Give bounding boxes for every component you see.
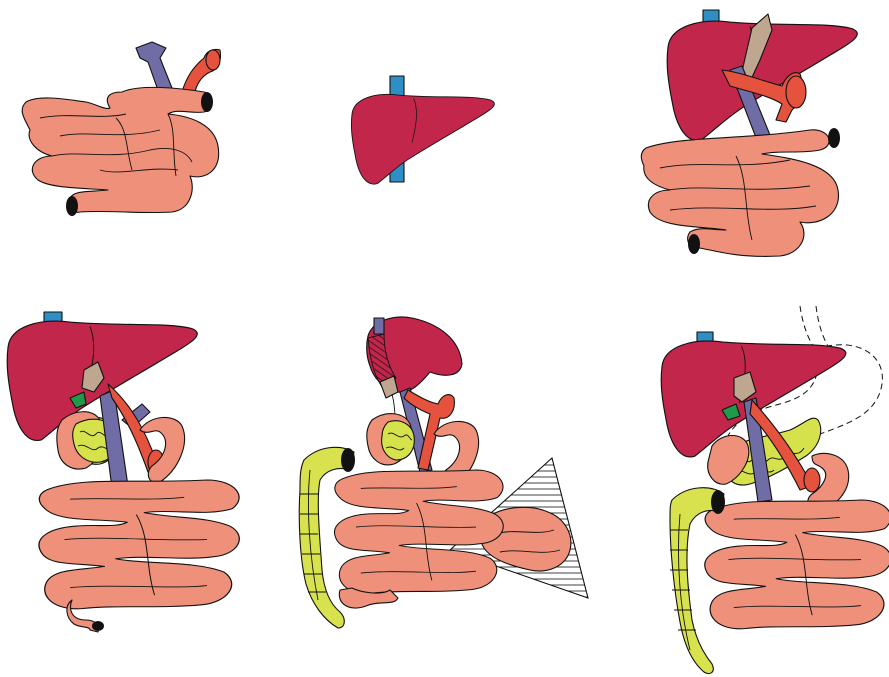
panel-5-graft-with-colon <box>299 317 588 628</box>
panel-6-full-multivisceral-graft <box>661 306 889 674</box>
panel-4-multivisceral-graft <box>7 312 239 632</box>
vena-cava-top <box>390 76 404 96</box>
panel-1-intestine-graft <box>22 42 220 216</box>
small-intestine <box>641 130 838 257</box>
pancreas <box>382 421 415 460</box>
panel-2-liver-graft <box>351 76 494 184</box>
small-intestine <box>22 87 218 212</box>
panel-3-liver-intestine-graft <box>641 10 857 256</box>
